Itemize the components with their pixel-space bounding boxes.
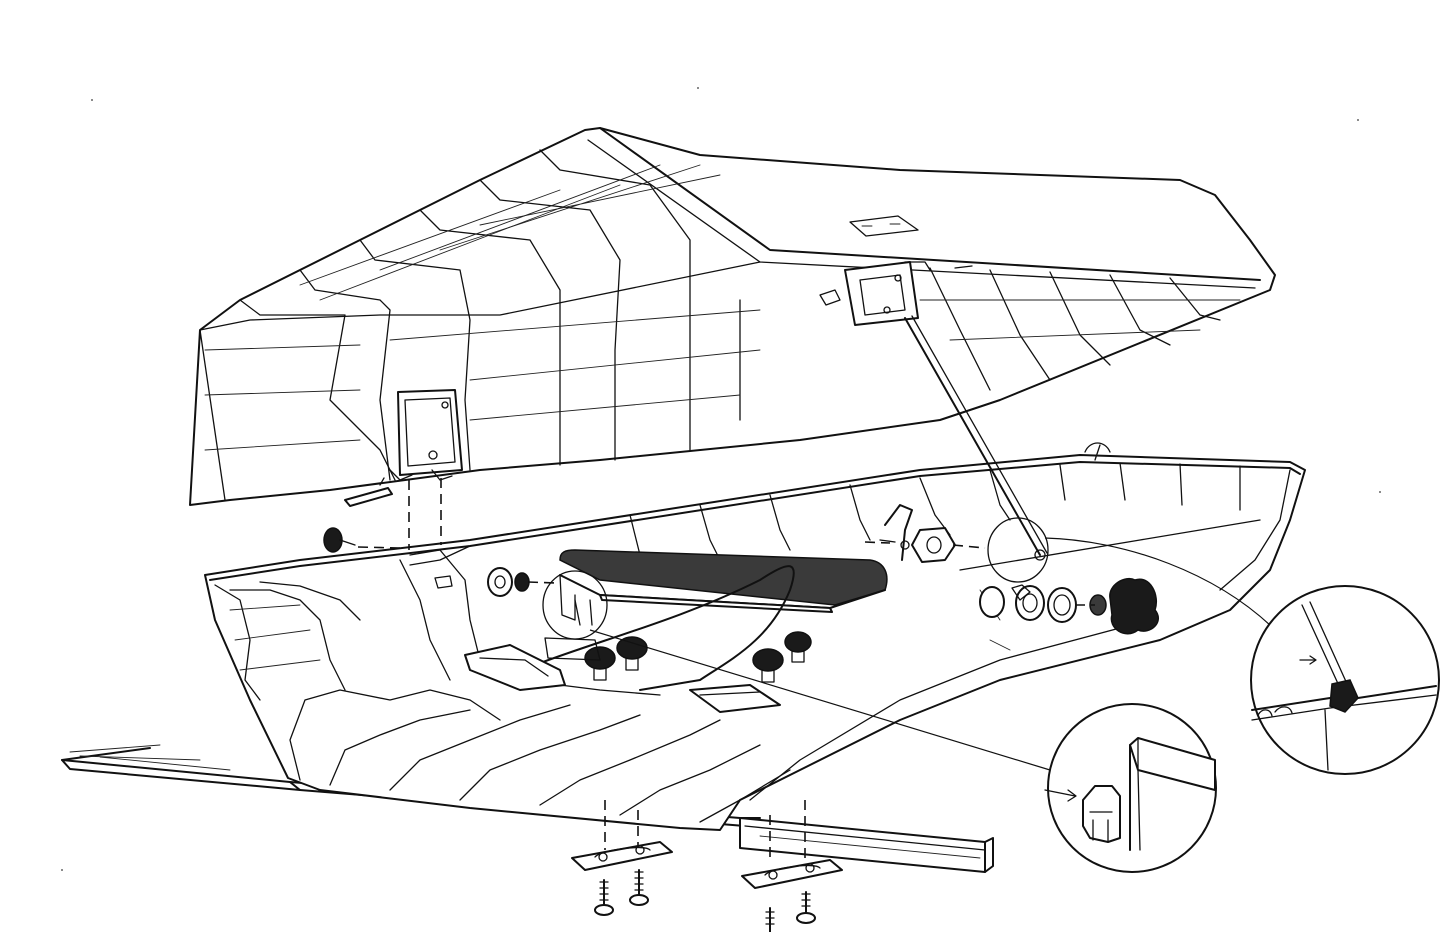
mounting-plate-left xyxy=(571,841,673,871)
scan-specks xyxy=(61,87,1381,871)
mounting-knob xyxy=(784,631,812,663)
lid-hinge-right xyxy=(819,261,973,326)
side-knob-left xyxy=(323,527,356,553)
bar-clamp-left xyxy=(464,637,601,691)
mounting-knob xyxy=(752,648,784,683)
assembly-lines xyxy=(357,478,1095,870)
lid-hinge-left xyxy=(389,389,463,481)
base-shell xyxy=(204,442,1306,831)
bar-clip-detail xyxy=(1044,703,1217,873)
screw xyxy=(629,869,649,906)
latch-hook xyxy=(879,504,913,561)
mounting-knob xyxy=(616,636,648,671)
lock-nut xyxy=(911,527,956,563)
screws xyxy=(594,869,816,932)
screw xyxy=(796,891,816,924)
detail-marker-strut xyxy=(987,517,1049,583)
washer-left xyxy=(434,567,530,597)
gas-strut xyxy=(904,315,1048,561)
lid xyxy=(189,127,1276,506)
bar-clamp-right xyxy=(689,684,781,713)
detail-marker-bar xyxy=(542,570,608,640)
leader-line-bar xyxy=(589,629,1051,771)
lock-cylinder xyxy=(979,584,1077,623)
hinge-pin xyxy=(344,477,393,507)
screw xyxy=(765,907,775,932)
mounting-knobs xyxy=(584,631,812,683)
foam-bar xyxy=(559,549,888,626)
strut-clip-detail xyxy=(1250,585,1440,775)
lock-knob xyxy=(1089,578,1159,635)
mounting-plate-right xyxy=(741,859,843,889)
screw xyxy=(594,879,614,916)
leader-line-strut xyxy=(1044,537,1286,641)
